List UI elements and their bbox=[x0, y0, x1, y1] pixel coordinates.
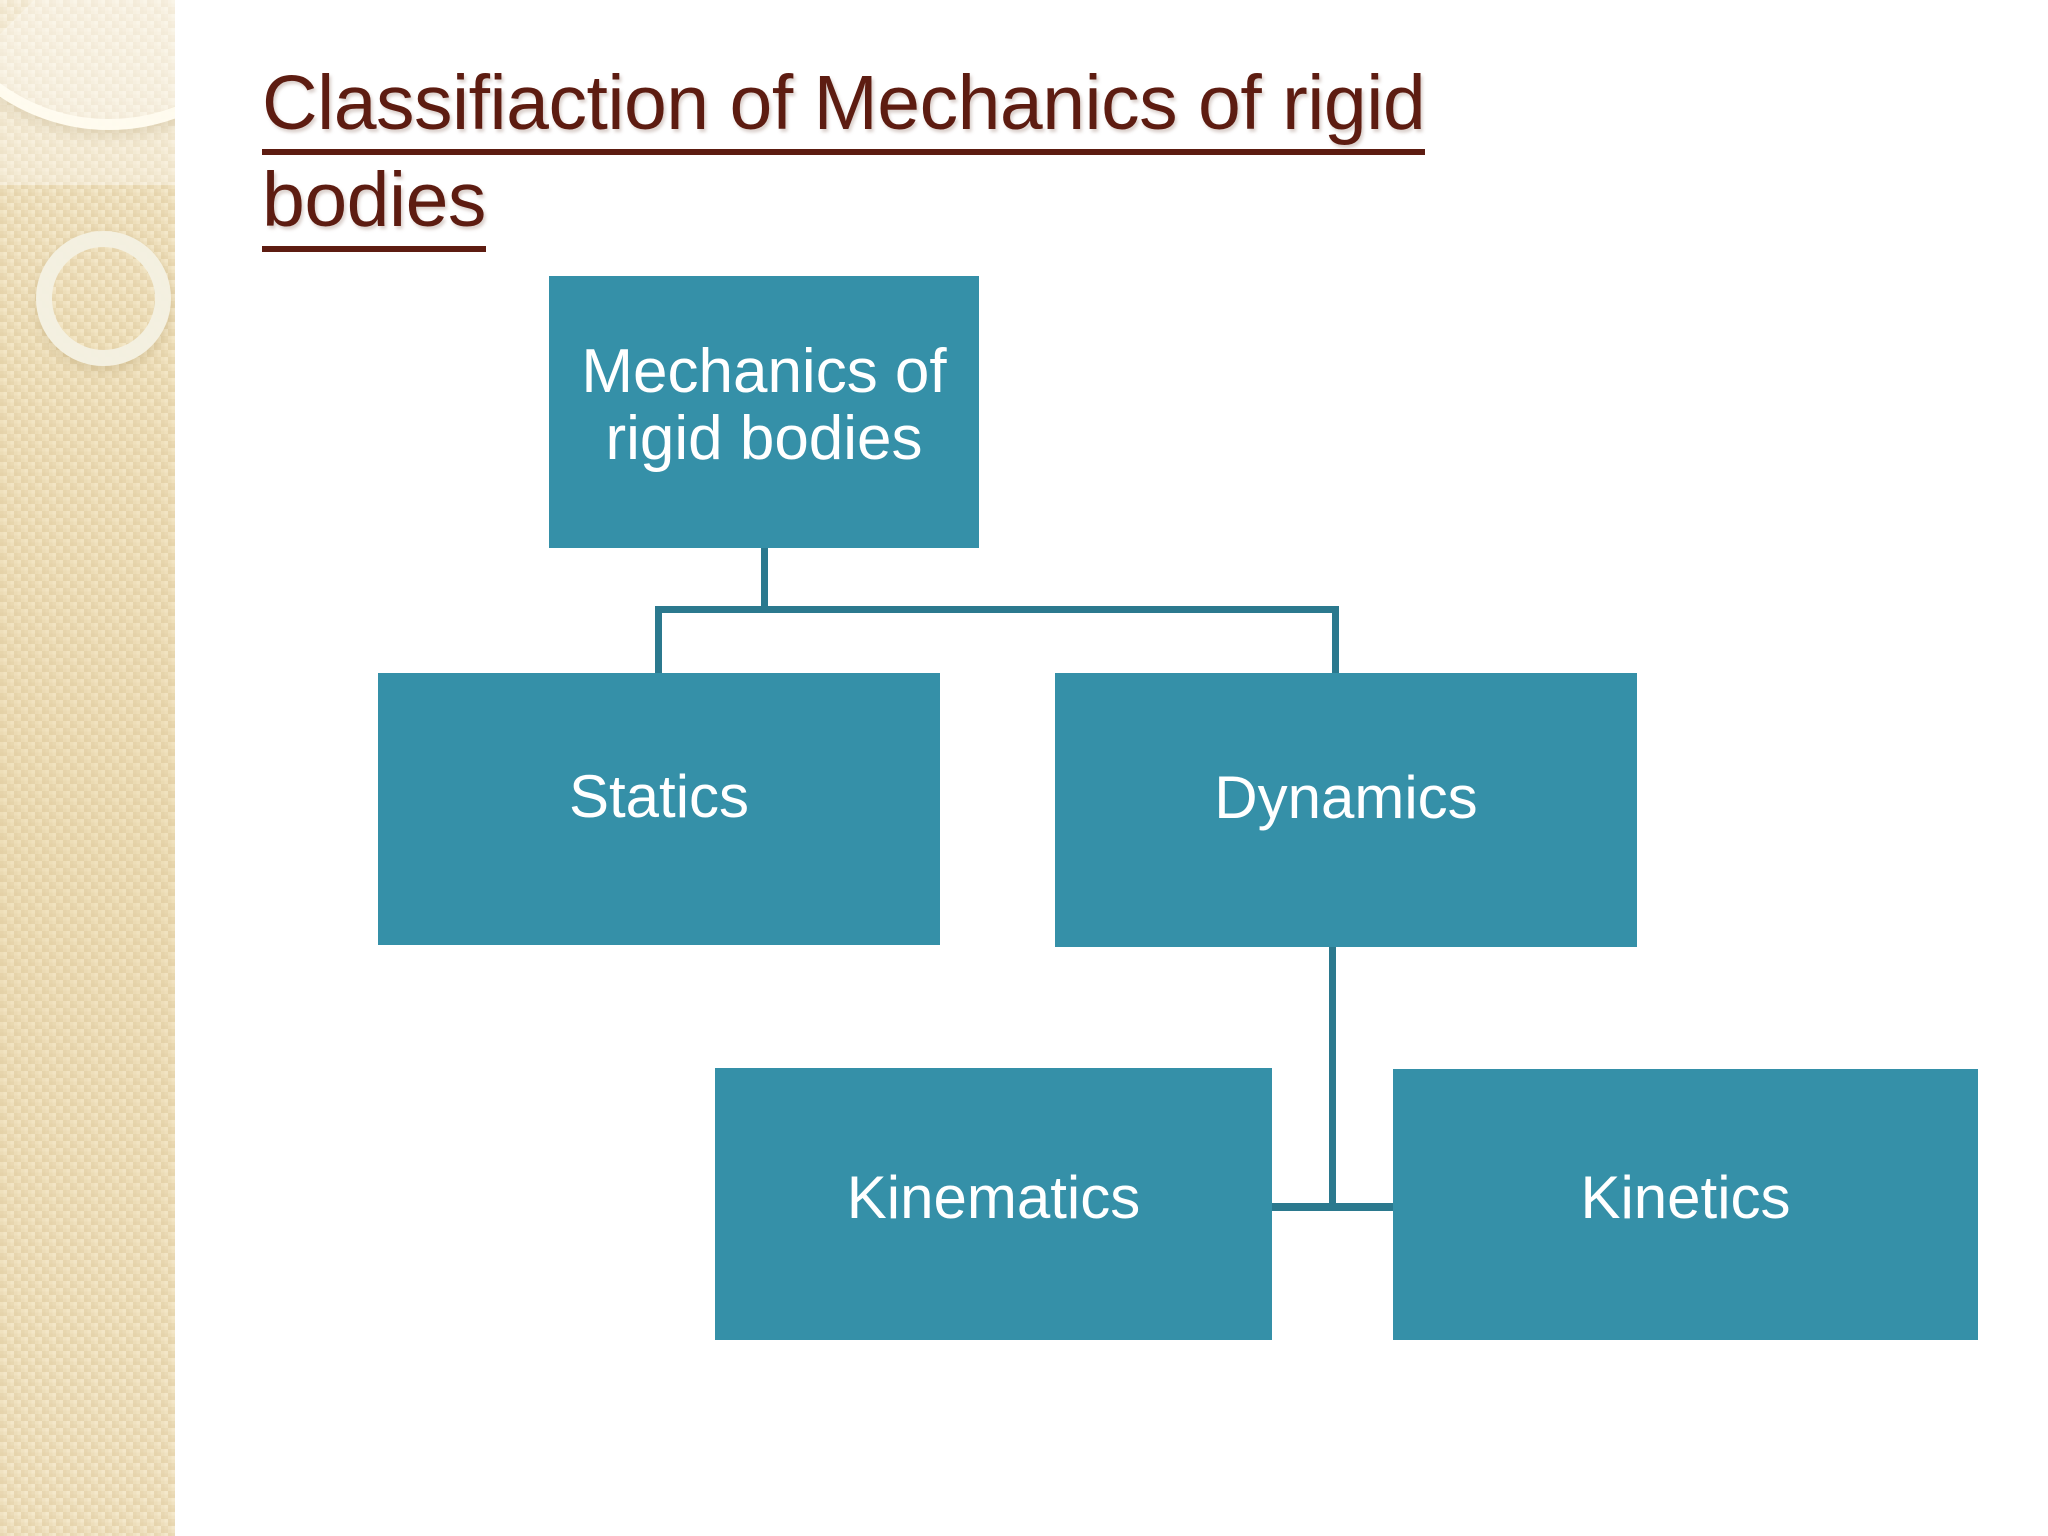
node-statics[interactable]: Statics bbox=[378, 673, 940, 945]
page-title: Classifiaction of Mechanics of rigid bod… bbox=[262, 58, 1692, 253]
connector-dynamics-stem bbox=[1329, 947, 1336, 1208]
connector-root-stem bbox=[761, 548, 768, 612]
node-label: Kinetics bbox=[1580, 1164, 1791, 1232]
page-title-line-2: bodies bbox=[262, 155, 1692, 253]
small-ring-decoration-icon bbox=[36, 231, 171, 366]
node-label: Mechanics of rigid bodies bbox=[581, 337, 947, 473]
node-mechanics-of-rigid-bodies[interactable]: Mechanics of rigid bodies bbox=[549, 276, 979, 548]
node-label: Statics bbox=[568, 762, 750, 830]
connector-to-statics bbox=[655, 606, 662, 674]
connector-level1-rail bbox=[655, 606, 1339, 613]
node-label: Kinematics bbox=[846, 1163, 1141, 1231]
page-title-line-1: Classifiaction of Mechanics of rigid bbox=[262, 58, 1692, 156]
band-texture-pattern bbox=[0, 0, 175, 1536]
node-kinematics[interactable]: Kinematics bbox=[715, 1068, 1272, 1340]
decorative-side-band bbox=[0, 0, 175, 1536]
large-ring-decoration-icon bbox=[0, 0, 175, 130]
connector-level2-rail bbox=[1272, 1203, 1395, 1211]
node-dynamics[interactable]: Dynamics bbox=[1055, 673, 1637, 947]
node-label: Dynamics bbox=[1214, 763, 1478, 831]
connector-to-dynamics bbox=[1332, 606, 1339, 674]
node-kinetics[interactable]: Kinetics bbox=[1393, 1069, 1978, 1340]
